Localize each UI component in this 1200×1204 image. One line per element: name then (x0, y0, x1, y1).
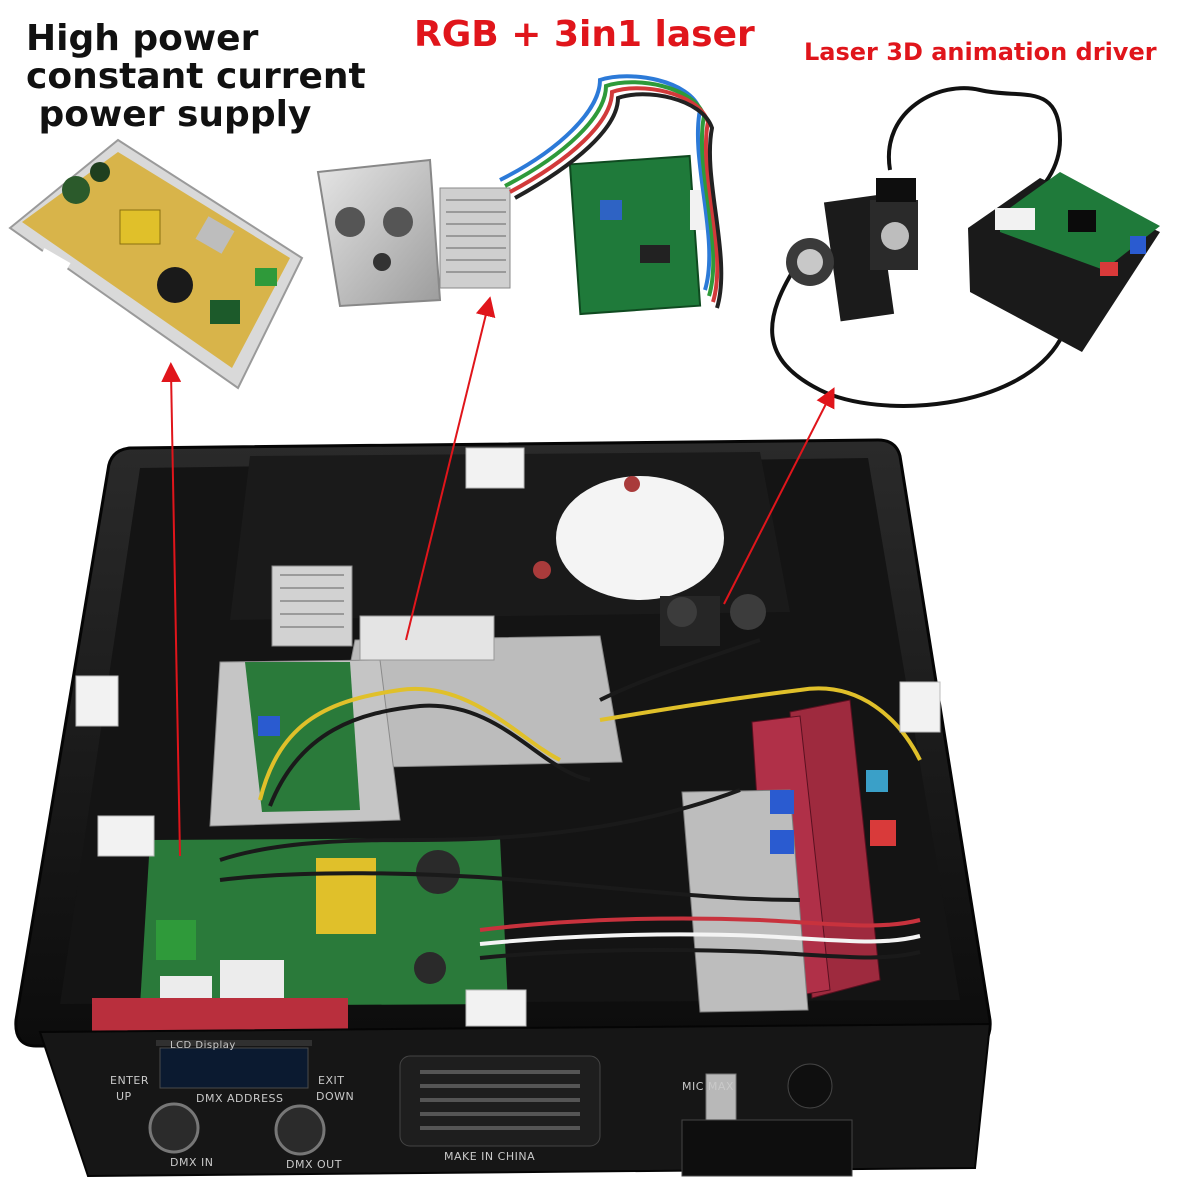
made-in-label: MAKE IN CHINA (444, 1150, 536, 1163)
power-supply-board (8, 138, 304, 390)
power-supply-label: High power constant current power supply (26, 20, 386, 133)
projector-enclosure (14, 438, 992, 1050)
cooling-fan (399, 1055, 601, 1147)
mic-max-label: MIC MAX (682, 1080, 734, 1093)
power-supply-label-line-3: power supply (26, 93, 312, 135)
laser-module-label: RGB + 3in1 laser (414, 14, 755, 55)
arrow-animation-driver (723, 387, 835, 605)
dmx-in-label: DMX IN (170, 1156, 214, 1169)
annotation-arrows (161, 296, 835, 857)
animation-driver-board (770, 86, 1160, 408)
animation-driver-label: Laser 3D animation driver (804, 38, 1157, 66)
rgb-laser-module (316, 74, 724, 316)
power-supply-label-line-2: constant current (26, 55, 366, 97)
lcd-label: LCD Display (170, 1040, 236, 1051)
down-label: DOWN (316, 1090, 355, 1103)
dmx-out-connector (274, 1104, 326, 1156)
enter-label: ENTER (110, 1074, 149, 1087)
arrow-laser-module (405, 296, 496, 641)
exit-label: EXIT (318, 1074, 345, 1087)
up-label: UP (116, 1090, 132, 1103)
dmx-out-label: DMX OUT (286, 1158, 342, 1171)
dmx-in-connector (148, 1102, 200, 1154)
front-panel (38, 1022, 992, 1178)
arrow-power-supply (161, 362, 182, 857)
lcd-display (159, 1047, 309, 1089)
power-supply-label-line-1: High power (26, 18, 259, 59)
dmx-address-label: DMX ADDRESS (196, 1092, 284, 1105)
power-inlet (681, 1119, 853, 1177)
